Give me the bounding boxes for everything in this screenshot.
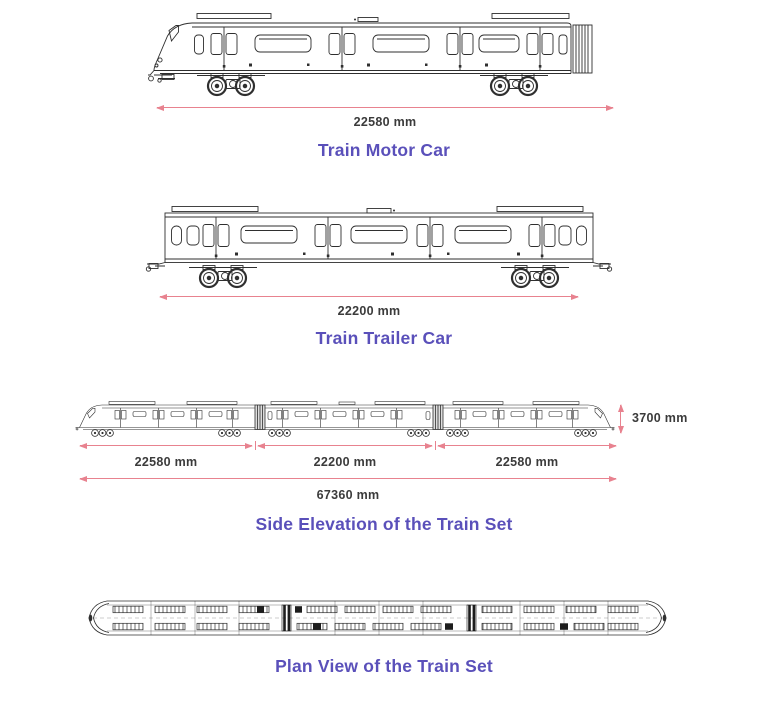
- total-length-arrow: [79, 476, 617, 483]
- gangway-hatch: [572, 24, 593, 74]
- plan-equipment-boxes: [257, 606, 568, 630]
- trailer-car-length-arrow: [159, 294, 579, 301]
- motor-car-length-arrow: [156, 105, 614, 112]
- car1-length-label: 22580 mm: [134, 455, 198, 469]
- total-length-label: 67360 mm: [316, 488, 380, 502]
- plan-seat-rows: [112, 605, 639, 631]
- motor-car-drawing: [148, 13, 593, 97]
- dimension-tick: [254, 441, 257, 450]
- train-height-label: 3700 mm: [632, 411, 688, 425]
- trailer-car-drawing: [145, 206, 613, 289]
- trailer-car-length-label: 22200 mm: [337, 304, 401, 318]
- car3-length-label: 22580 mm: [495, 455, 559, 469]
- train-height-arrow: [618, 404, 625, 434]
- plan-gangway-connectors: [281, 604, 477, 632]
- plan-view-title: Plan View of the Train Set: [275, 656, 493, 676]
- car1-length-arrow: [79, 443, 253, 450]
- car2-length-arrow: [257, 443, 433, 450]
- motor-car-title: Train Motor Car: [317, 140, 451, 160]
- motor-car-length-label: 22580 mm: [353, 115, 417, 129]
- dimension-tick: [434, 441, 437, 450]
- car3-length-arrow: [437, 443, 617, 450]
- train-set-plan-view-drawing: [88, 600, 667, 636]
- gangway-connectors: [254, 404, 444, 430]
- train-set-side-elevation-drawing: [75, 401, 615, 437]
- car2-length-label: 22200 mm: [313, 455, 377, 469]
- side-elevation-title: Side Elevation of the Train Set: [255, 514, 513, 534]
- trailer-car-title: Train Trailer Car: [315, 328, 453, 348]
